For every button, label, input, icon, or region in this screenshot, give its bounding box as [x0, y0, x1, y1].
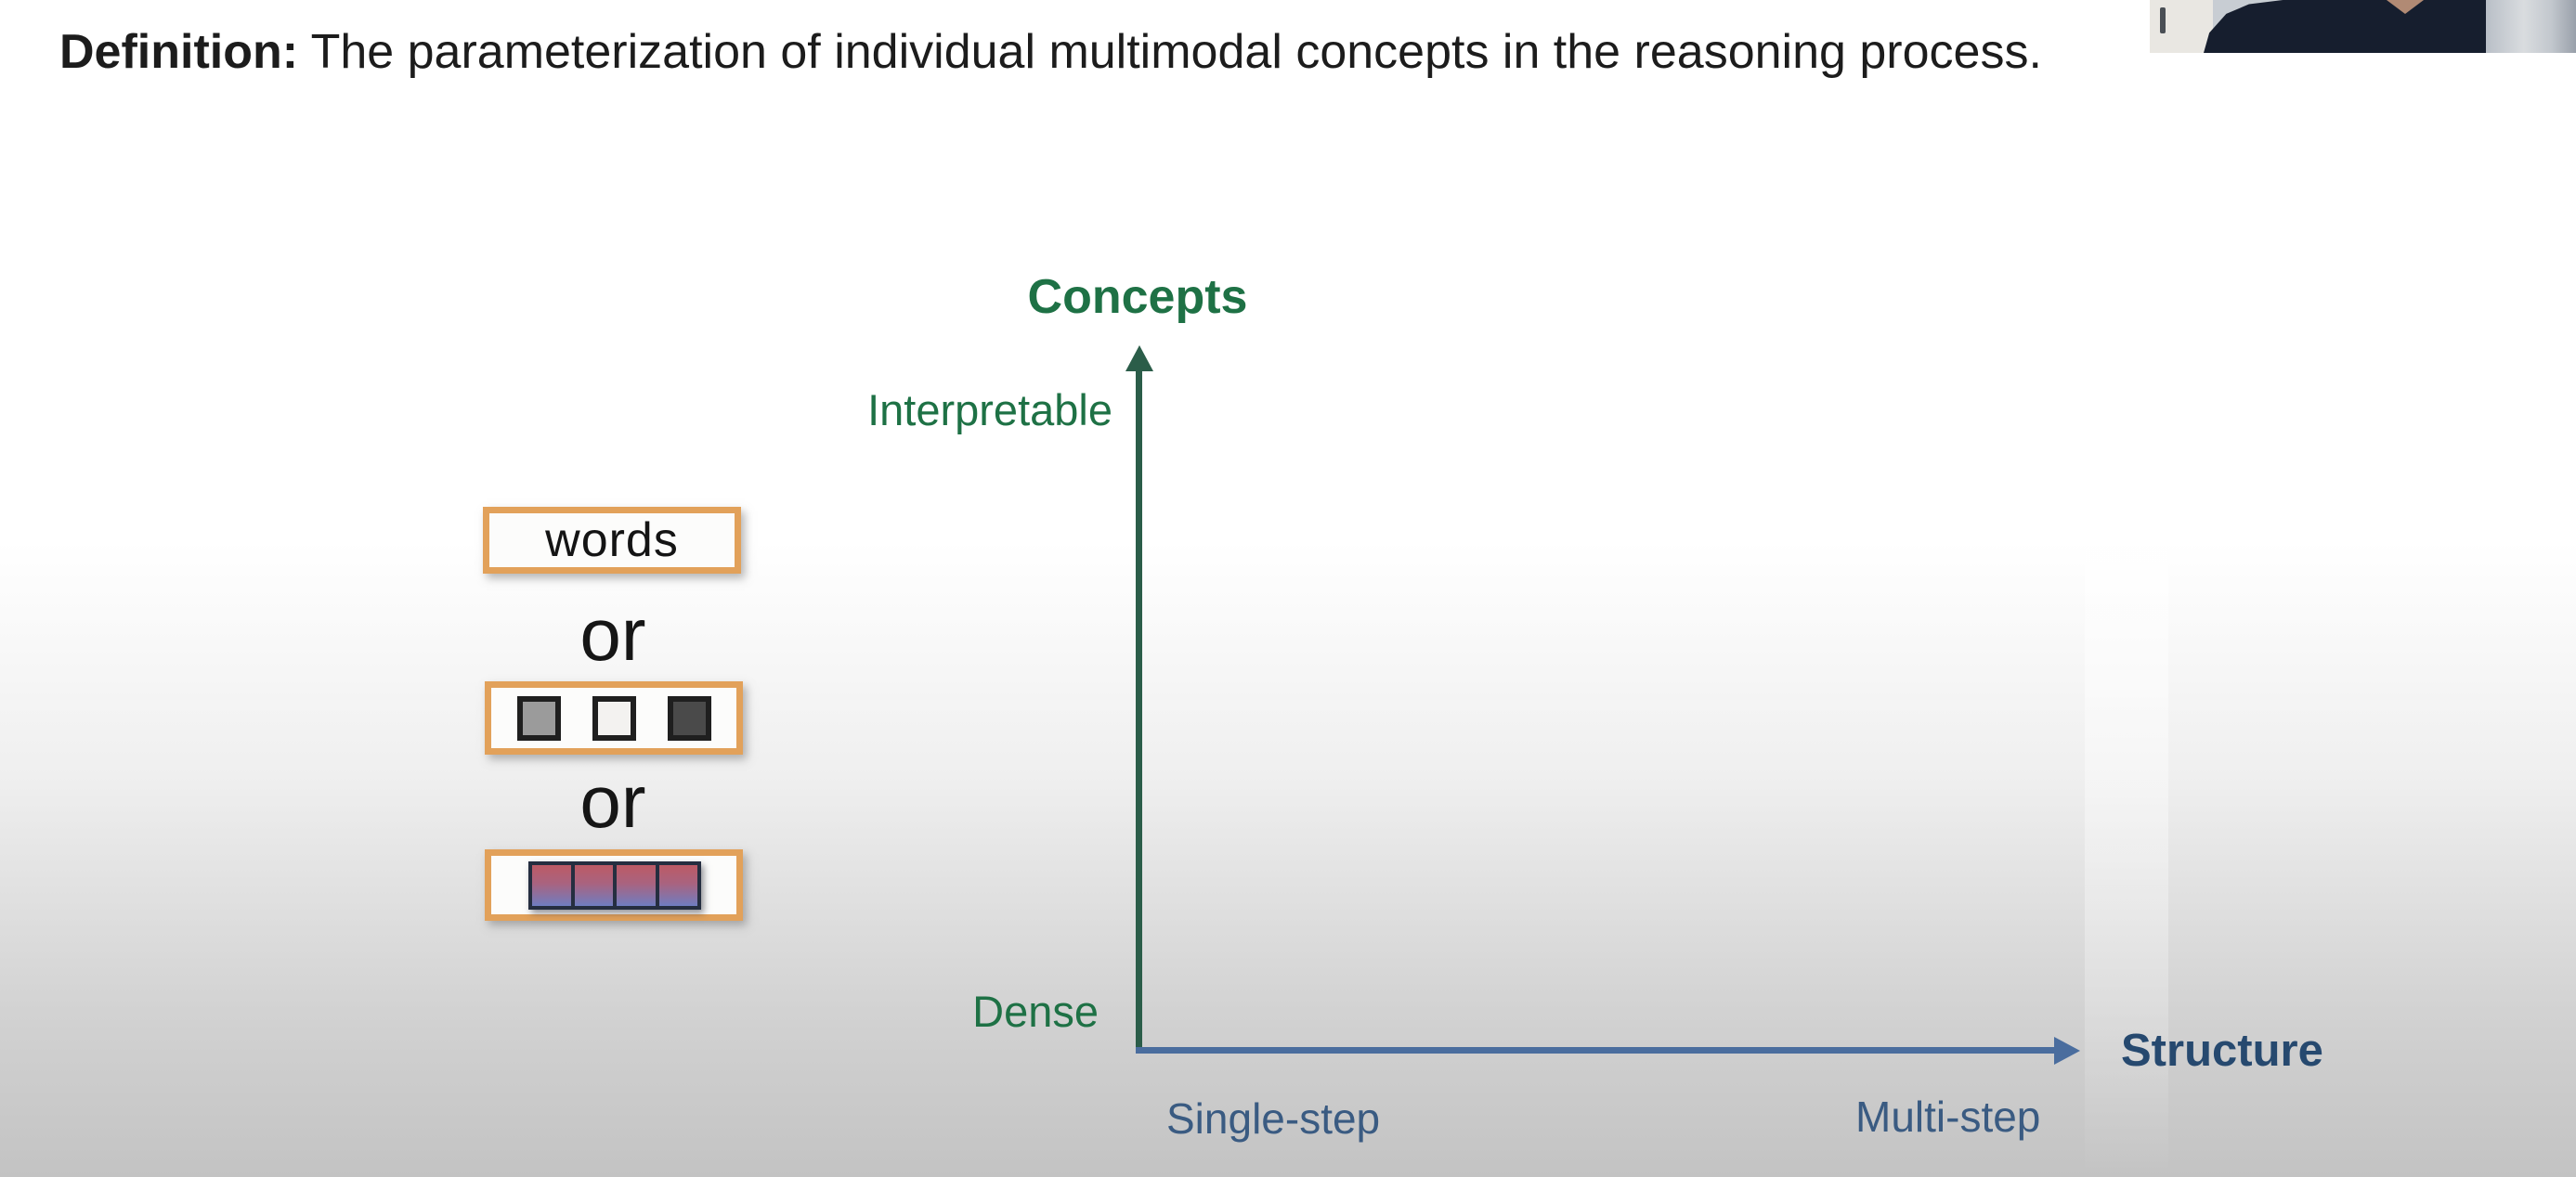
embedding-cell	[574, 864, 617, 906]
embedding-cell	[532, 864, 575, 906]
definition-label: Definition:	[59, 25, 299, 79]
webcam-wall-mark	[2160, 7, 2166, 33]
token-square-gray	[516, 695, 561, 741]
webcam-overlay	[2150, 0, 2576, 53]
embedding-vector	[528, 860, 701, 910]
or-label-2: or	[579, 760, 646, 843]
webcam-wall-right	[2486, 0, 2576, 53]
y-axis-title: Concepts	[1027, 270, 1248, 324]
x-axis-arrowhead-icon	[2054, 1037, 2080, 1065]
token-square-white	[592, 695, 636, 741]
token-square-dark	[667, 695, 711, 741]
words-box: words	[483, 507, 741, 574]
x-axis-near-label: Single-step	[1166, 1094, 1381, 1143]
words-label: words	[545, 513, 679, 567]
definition-body: The parameterization of individual multi…	[298, 25, 2042, 79]
y-axis-high-label: Interpretable	[867, 385, 1112, 434]
y-axis-line	[1136, 368, 1142, 1054]
embedding-box	[485, 849, 743, 921]
webcam-person-silhouette	[2204, 0, 2487, 53]
definition-line: Definition: The parameterization of indi…	[59, 24, 2042, 80]
webcam-person-neck	[2387, 0, 2424, 14]
x-axis-far-label: Multi-step	[1855, 1093, 2041, 1141]
token-squares-box	[485, 681, 743, 755]
embedding-cell	[617, 864, 659, 906]
embedding-cell	[658, 864, 697, 906]
x-axis-title: Structure	[2121, 1026, 2323, 1076]
background-light-streak	[2085, 223, 2168, 1177]
x-axis-line	[1136, 1047, 2057, 1054]
y-axis-low-label: Dense	[972, 987, 1099, 1036]
y-axis-arrowhead-icon	[1125, 345, 1153, 371]
or-label-1: or	[579, 593, 646, 676]
